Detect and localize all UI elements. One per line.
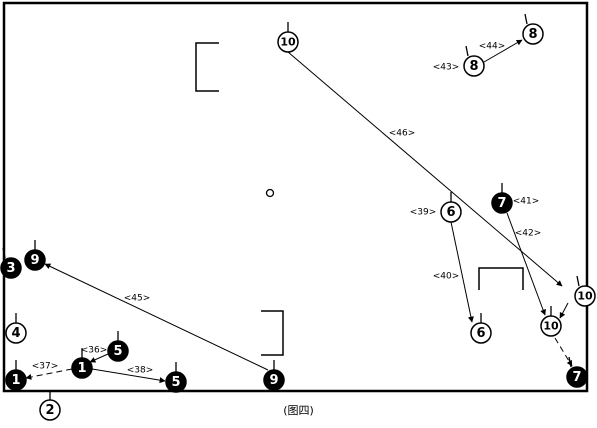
movement-path (559, 302, 569, 319)
player-number: 3 (6, 261, 15, 276)
step-label: <38> (127, 366, 154, 376)
figure-caption: (图四) (283, 404, 314, 417)
player-marker (574, 285, 596, 307)
step-label: <43> (433, 63, 460, 73)
player-p4-left: 4 (5, 313, 27, 344)
player-marker (522, 23, 544, 45)
player-p7-low: 7 (566, 356, 588, 388)
player-number: 6 (446, 205, 455, 220)
player-number: 7 (497, 196, 506, 211)
movement-path (450, 221, 474, 323)
step-label: <41> (513, 197, 540, 207)
step-labels: <46> <44> <40> <42> <45> <37> <38> <36> <39> <41>… (32, 42, 542, 376)
player-p9-left: 9 (24, 240, 46, 271)
player-direction-mark (568, 356, 572, 368)
player-marker (165, 371, 187, 393)
player-direction-mark (465, 45, 469, 57)
center-spot (265, 188, 275, 198)
player-number: 9 (269, 373, 278, 388)
goal-box-top (195, 42, 219, 92)
player-p7-mid: 7 (491, 183, 513, 214)
player-marker (39, 399, 61, 421)
player-p6-mid: 6 (440, 192, 462, 223)
movement-paths (25, 39, 573, 384)
player-number: 8 (469, 59, 478, 74)
player-direction-mark (524, 13, 528, 25)
player-p9-bottom: 9 (263, 360, 285, 391)
player-p2-outside: 2 (39, 390, 61, 421)
player-marker (5, 322, 27, 344)
player-p6-low: 6 (470, 313, 492, 344)
field-boundary (2, 1, 589, 393)
player-p8-top: 8 (463, 45, 485, 77)
player-marker (0, 257, 22, 279)
goal-box-right (478, 267, 524, 290)
player-marker (263, 369, 285, 391)
player-marker (71, 357, 93, 379)
step-label: <45> (124, 294, 151, 304)
movement-path (506, 212, 546, 316)
movement-path (554, 337, 573, 367)
player-number: 5 (171, 375, 180, 390)
player-marker (24, 249, 46, 271)
player-marker (463, 55, 485, 77)
player-direction-mark (2, 247, 6, 259)
player-number: 10 (280, 36, 296, 49)
player-number: 6 (476, 326, 485, 341)
player-marker (440, 201, 462, 223)
player-number: 10 (577, 290, 593, 303)
player-marker (540, 315, 562, 337)
step-label: <37> (32, 362, 59, 372)
player-p10-right: 10 (574, 275, 596, 307)
player-marker (5, 369, 27, 391)
player-number: 1 (77, 361, 86, 376)
step-label: <40> (433, 272, 460, 282)
player-number: 9 (30, 253, 39, 268)
player-number: 2 (45, 403, 54, 418)
player-p10-top: 10 (277, 22, 299, 53)
player-marker (107, 340, 129, 362)
goal-box-bottom (261, 310, 284, 356)
player-direction-mark (576, 275, 580, 287)
movement-path (91, 368, 166, 384)
player-number: 10 (543, 320, 559, 333)
player-number: 1 (11, 373, 20, 388)
player-p1-center: 1 (71, 348, 93, 379)
player-p8-topright: 8 (522, 13, 544, 45)
player-number: 5 (113, 344, 122, 359)
step-label: <42> (515, 229, 542, 239)
player-p1-left: 1 (5, 360, 27, 391)
movement-path (25, 368, 73, 380)
player-p5-upper: 5 (107, 331, 129, 362)
player-number: 7 (572, 370, 581, 385)
step-label: <36> (81, 346, 108, 356)
player-marker (470, 322, 492, 344)
player-p5-lower: 5 (165, 362, 187, 393)
player-marker (277, 31, 299, 53)
step-label: <44> (479, 42, 506, 52)
player-number: 4 (11, 326, 20, 341)
step-label: <46> (389, 129, 416, 139)
player-p3-left: 3 (0, 247, 22, 279)
movement-path (287, 51, 563, 287)
movement-path (483, 39, 523, 63)
player-marker (491, 192, 513, 214)
player-number: 8 (528, 27, 537, 42)
step-label: <39> (410, 208, 437, 218)
player-marker (566, 366, 588, 388)
movement-path (89, 353, 109, 363)
player-p10-low: 10 (540, 306, 562, 337)
movement-path (44, 263, 269, 371)
